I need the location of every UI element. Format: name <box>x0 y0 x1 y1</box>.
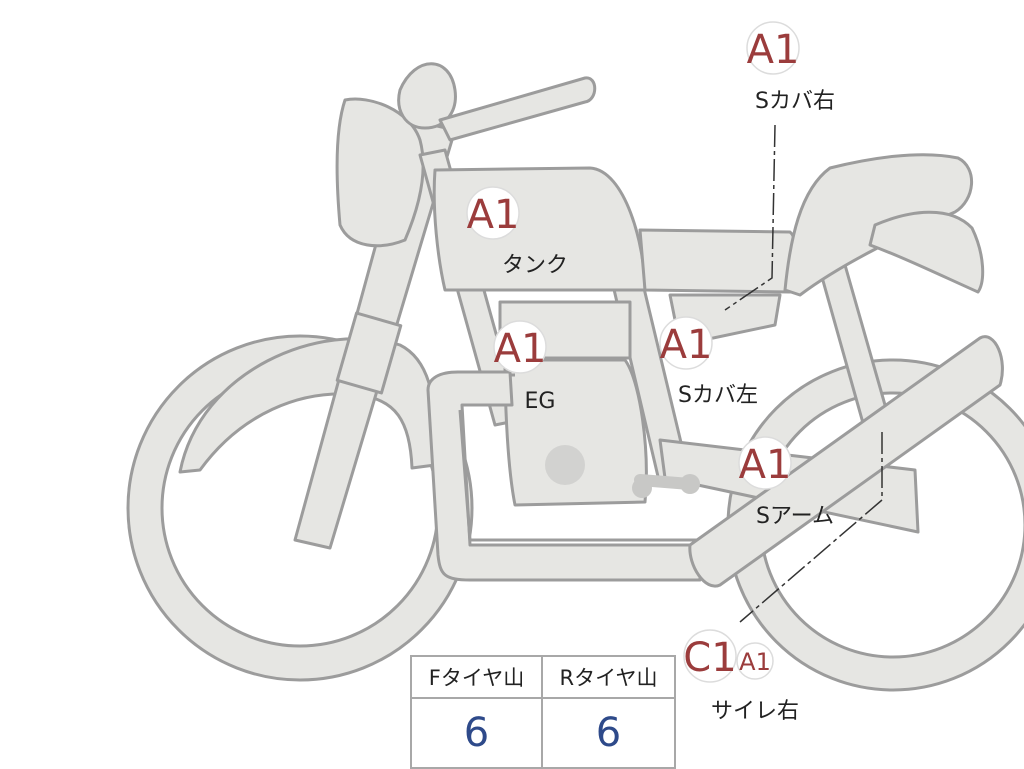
tire-tread-table: Fタイヤ山 Rタイヤ山 6 6 <box>410 655 676 769</box>
part-badge-swing-arm: A1 Sアーム <box>738 436 834 529</box>
grade-label: A1 <box>467 192 520 238</box>
part-label: Sアーム <box>756 504 834 529</box>
part-label: サイレ右 <box>711 699 799 724</box>
part-badge-muffler-right: C1 A1 サイレ右 <box>683 629 799 724</box>
grade-circle <box>466 186 520 240</box>
engine-block <box>503 358 648 507</box>
secondary-grade-circle <box>736 642 774 680</box>
part-label: タンク <box>502 253 568 278</box>
part-badge-s-cover-right: A1 Sカバ右 <box>746 21 835 114</box>
grade-label: A1 <box>660 322 713 368</box>
rear-fender <box>868 210 985 294</box>
motorcycle-illustration <box>126 62 1024 692</box>
rear-tire-value: 6 <box>595 710 622 756</box>
footpeg-left <box>632 478 652 498</box>
rear-tire-header: Rタイヤ山 <box>543 657 674 699</box>
grade-label: C1 <box>683 635 736 681</box>
front-tire-value: 6 <box>412 699 543 767</box>
grade-circle <box>738 436 792 490</box>
exhaust-inner <box>458 409 700 542</box>
part-badge-engine: A1 EG <box>493 320 556 414</box>
grade-circle <box>746 21 800 75</box>
part-label: EG <box>525 389 556 414</box>
leader-muffler-right <box>739 432 883 623</box>
meter <box>397 62 457 130</box>
muffler <box>688 335 1004 588</box>
engine-cover <box>545 445 585 485</box>
grade-circle <box>659 316 713 370</box>
leader-s-cover-right <box>724 124 776 311</box>
exhaust-pipe <box>426 370 702 582</box>
leader-lines <box>724 124 883 623</box>
grade-label: A1 <box>494 326 547 372</box>
part-badge-s-cover-left: A1 Sカバ左 <box>659 316 758 408</box>
part-label: Sカバ左 <box>678 383 758 408</box>
seat-front-base <box>638 228 799 294</box>
front-tire-header: Fタイヤ山 <box>412 657 543 699</box>
part-badge-tank: A1 タンク <box>466 186 568 278</box>
part-label: Sカバ右 <box>755 89 835 114</box>
grade-label: A1 <box>739 442 792 488</box>
secondary-grade-label: A1 <box>739 648 771 676</box>
grade-label: A1 <box>747 27 800 73</box>
fork-sleeve <box>335 311 403 395</box>
grade-circle <box>493 320 547 374</box>
footpeg-right <box>680 474 700 494</box>
handlebar <box>438 76 597 142</box>
grade-circle <box>683 629 737 683</box>
